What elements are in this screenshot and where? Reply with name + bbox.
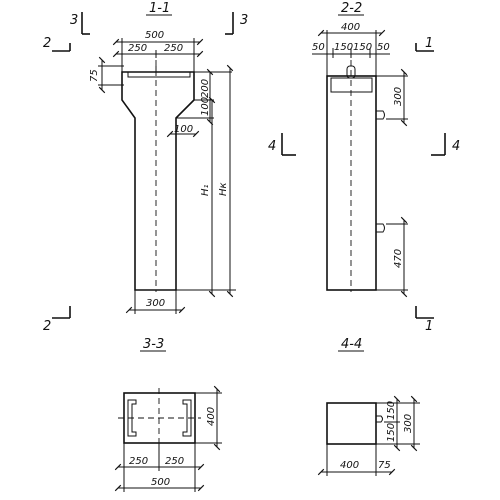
dim-seg-top-4-4: 150 [386, 401, 397, 420]
cut-marker-4-left: 4 [268, 133, 296, 156]
dim-cap-offset-1-1: 75 [89, 69, 100, 82]
dim-seg-c-2-2: 150 [353, 42, 372, 53]
dim-height-hk-1-1: Нк [218, 182, 229, 196]
svg-text:1: 1 [425, 36, 433, 51]
dim-height-3-3: 400 [206, 407, 217, 426]
groove-left-3-3 [127, 399, 137, 437]
svg-text:1: 1 [425, 319, 433, 334]
svg-text:3: 3 [240, 13, 248, 28]
svg-text:4: 4 [452, 139, 460, 154]
dim-seg-b-2-2: 150 [334, 42, 353, 53]
dim-300-2-2: 300 [393, 87, 404, 106]
dim-200-1-1: 200 [200, 79, 211, 98]
dim-half-right-3-3: 250 [165, 456, 184, 467]
svg-text:2: 2 [43, 319, 51, 334]
lug-lower-2-2 [376, 223, 385, 233]
cut-marker-1-top: 1 [415, 36, 434, 52]
dim-half-left-1-1: 250 [128, 43, 147, 54]
cut-marker-2-bottom: 2 [43, 306, 71, 334]
column-body-2-2 [326, 75, 377, 291]
dim-seg-a-2-2: 50 [312, 42, 325, 53]
cut-marker-3-right: 3 [225, 12, 248, 35]
view-2-2: 400 50 150 150 50 300 470 [312, 22, 408, 298]
svg-text:2: 2 [43, 36, 51, 51]
dim-total-width-1-1: 500 [145, 30, 164, 41]
section-title-3-3: 3-3 [143, 337, 164, 352]
column-body-1-1 [121, 71, 195, 291]
groove-right-3-3 [182, 399, 192, 437]
view-1-1: 500 250 250 75 200 100 100 Н₁ Нк 300 [89, 30, 236, 314]
svg-text:4: 4 [268, 139, 276, 154]
section-title-4-4: 4-4 [341, 337, 362, 352]
cut-marker-4-right: 4 [431, 133, 460, 156]
cut-marker-3-left: 3 [70, 12, 90, 35]
plan-outline-4-4 [326, 402, 377, 445]
dim-100-horizontal-1-1: 100 [174, 124, 193, 135]
view-4-4: 150 150 300 400 75 [317, 395, 420, 476]
svg-text:3: 3 [70, 13, 78, 28]
dim-seg-d-2-2: 50 [377, 42, 390, 53]
dim-bottom-width-1-1: 300 [146, 298, 165, 309]
dim-half-left-3-3: 250 [129, 456, 148, 467]
dim-total-height-4-4: 300 [403, 414, 414, 433]
dim-height-h1-1-1: Н₁ [200, 184, 211, 196]
dim-width-4-4: 400 [340, 460, 359, 471]
cut-marker-2-top: 2 [43, 36, 71, 52]
dim-half-right-1-1: 250 [164, 43, 183, 54]
section-title-2-2: 2-2 [341, 1, 362, 16]
lug-upper-2-2 [376, 110, 385, 120]
view-3-3: 400 250 250 500 [114, 385, 222, 492]
dim-470-2-2: 470 [393, 249, 404, 268]
dim-100-vertical-1-1: 100 [200, 97, 211, 116]
dim-offset-4-4: 75 [378, 460, 391, 471]
cap-plate-1-1 [127, 71, 191, 78]
section-title-1-1: 1-1 [149, 1, 170, 16]
lug-4-4 [376, 415, 383, 423]
dim-seg-bottom-4-4: 150 [386, 423, 397, 442]
dim-total-width-2-2: 400 [341, 22, 360, 33]
dim-total-width-3-3: 500 [151, 477, 170, 488]
cut-marker-1-bottom: 1 [415, 306, 434, 334]
